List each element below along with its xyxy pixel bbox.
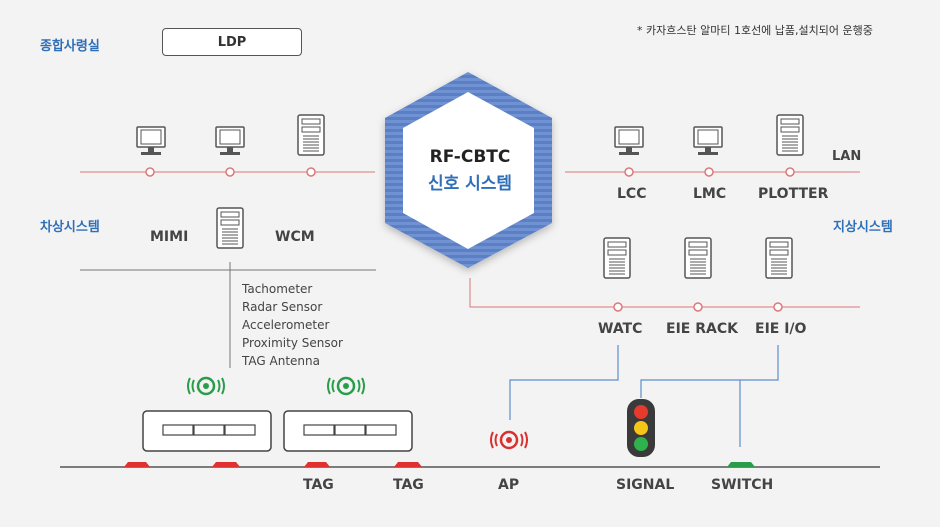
switch-marker (727, 462, 755, 467)
lan-node-plotter (785, 167, 795, 177)
green-antenna-icon (186, 376, 226, 396)
ap-label: AP (498, 477, 520, 493)
tag-label: TAG (303, 477, 334, 493)
switch-label: SWITCH (711, 477, 774, 493)
ldp-box: LDP (162, 28, 302, 56)
traffic-signal-icon (627, 399, 655, 457)
hq-label: 종합사령실 (40, 39, 100, 54)
server-icon (776, 114, 804, 156)
tag-marker (394, 462, 422, 467)
lcc-label: LCC (617, 186, 647, 202)
server-icon (216, 207, 244, 249)
wayside-node-watc (613, 302, 623, 312)
monitor-icon (693, 126, 723, 156)
monitor-icon (614, 126, 644, 156)
sensor-item: Accelerometer (242, 318, 330, 332)
tag-label: TAG (393, 477, 424, 493)
watc-ap-link (509, 345, 619, 420)
center-hexagon-inner (403, 92, 534, 249)
signal-label: SIGNAL (616, 477, 675, 493)
wayside-system-label: 지상시스템 (833, 220, 893, 235)
eie-rack-label: EIE RACK (666, 321, 738, 337)
lan-node-1 (145, 167, 155, 177)
eie-io-label: EIE I/O (755, 321, 807, 337)
train-car-2 (283, 410, 413, 452)
center-title: RF-CBTC 신호 시스템 (400, 147, 540, 194)
tag-marker (124, 462, 150, 467)
tag-marker (304, 462, 330, 467)
tag-marker (212, 462, 240, 467)
lan-label: LAN (832, 149, 862, 164)
server-icon (603, 237, 631, 279)
lan-node-3 (306, 167, 316, 177)
sensor-list: Tachometer Radar Sensor Accelerometer Pr… (242, 280, 343, 370)
train-car-1 (142, 410, 272, 452)
server-icon (684, 237, 712, 279)
sensor-item: Radar Sensor (242, 300, 323, 314)
ap-antenna-icon (489, 430, 529, 450)
plotter-label: PLOTTER (758, 186, 829, 202)
watc-label: WATC (598, 321, 643, 337)
eie-signal-link (640, 345, 779, 398)
sensor-item: TAG Antenna (242, 354, 320, 368)
wcm-label: WCM (275, 229, 315, 245)
lmc-label: LMC (693, 186, 727, 202)
installation-note: * 카자흐스탄 알마티 1호선에 납품,설치되어 운행중 (637, 24, 873, 37)
center-title-line1: RF-CBTC (429, 147, 511, 167)
monitor-icon (136, 126, 166, 156)
sensor-item: Proximity Sensor (242, 336, 343, 350)
wayside-node-eie-rack (693, 302, 703, 312)
server-icon (297, 114, 325, 156)
onboard-system-label: 차상시스템 (40, 220, 100, 235)
sensor-item: Tachometer (242, 282, 313, 296)
mimi-label: MIMI (150, 229, 189, 245)
center-title-line2: 신호 시스템 (427, 174, 513, 194)
wayside-line (469, 278, 860, 308)
monitor-icon (215, 126, 245, 156)
lan-node-lcc (624, 167, 634, 177)
server-icon (765, 237, 793, 279)
lan-node-2 (225, 167, 235, 177)
wayside-node-eie-io (773, 302, 783, 312)
lan-node-lmc (704, 167, 714, 177)
green-antenna-icon (326, 376, 366, 396)
